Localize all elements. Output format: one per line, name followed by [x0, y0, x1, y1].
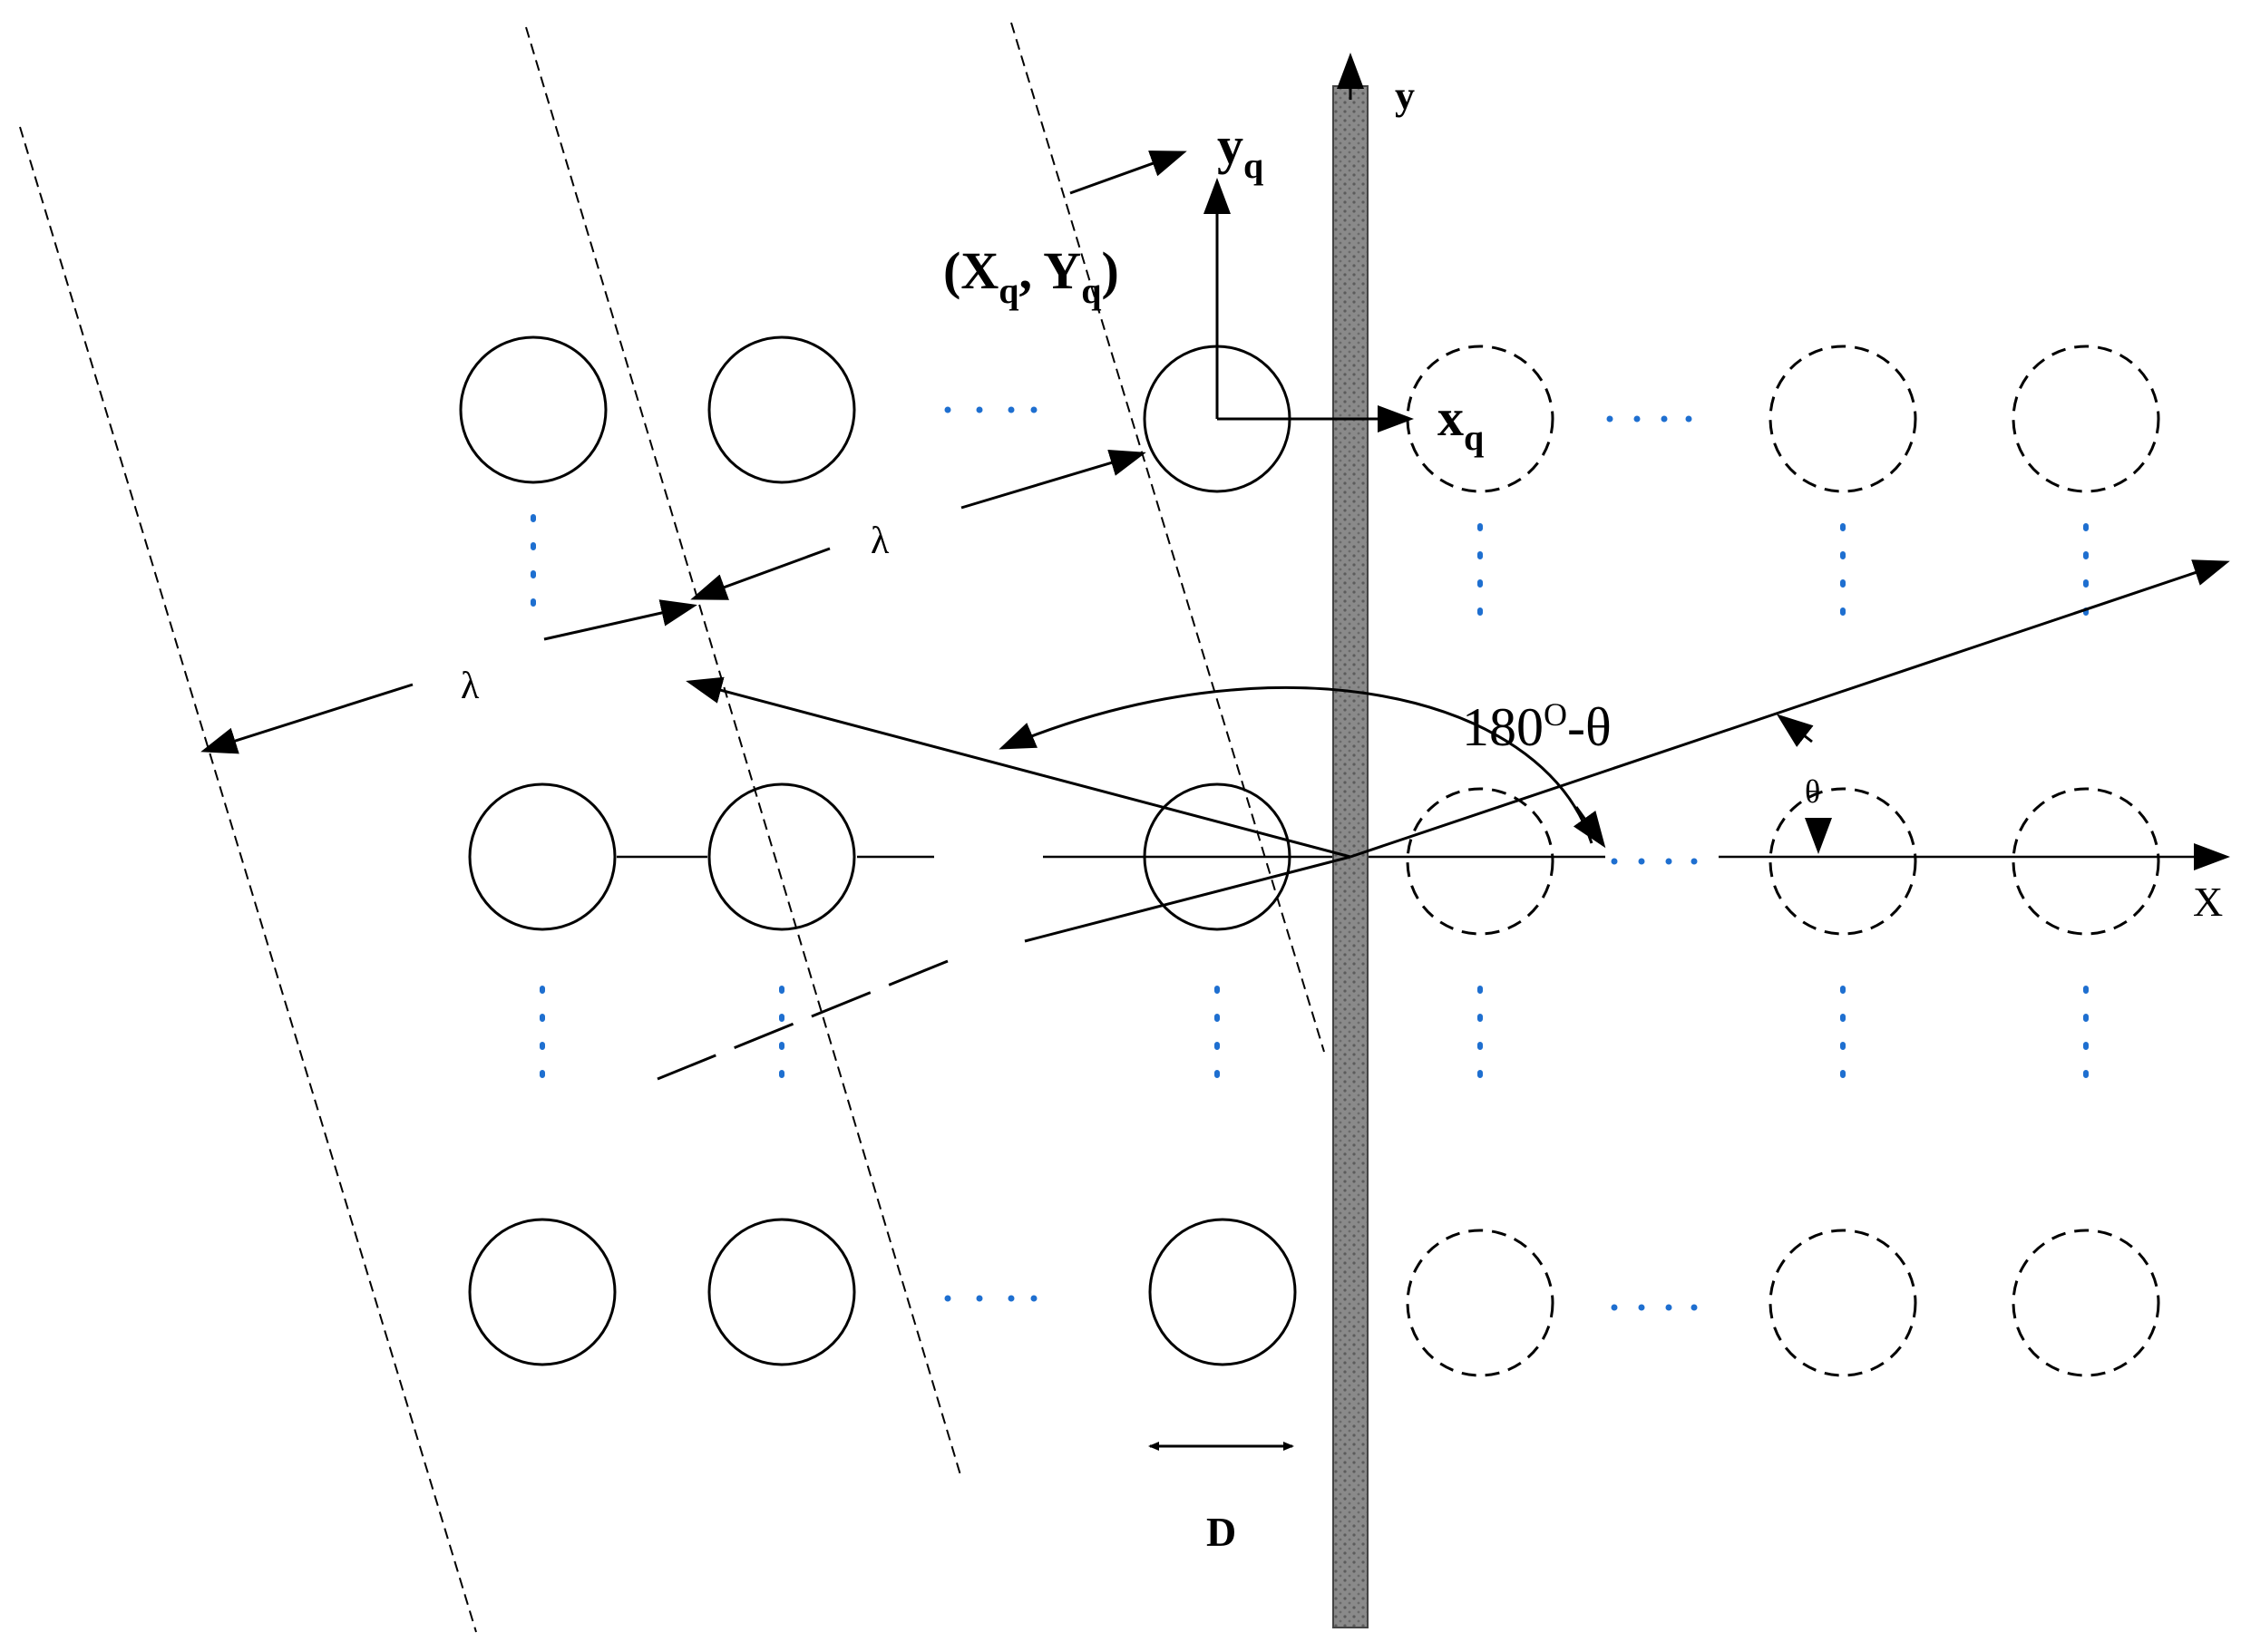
theta-label: θ [1805, 773, 1820, 810]
lambda-label-2: λ [461, 666, 480, 707]
wavefront-line [525, 26, 962, 1479]
lambda-label-1: λ [871, 520, 890, 562]
image-cylinder [1406, 1229, 1554, 1377]
cylinder [459, 335, 608, 484]
image-cylinder [2012, 345, 2160, 493]
ray-outgoing [1349, 559, 2230, 859]
x-axis-label: X [2193, 879, 2223, 925]
lambda-dimension-2 [200, 599, 697, 754]
image-cylinder [1406, 787, 1554, 936]
cylinder [468, 1218, 617, 1366]
row-ellipses [944, 406, 1698, 1311]
wave-direction-arrow [1069, 151, 1187, 195]
wavefront-lines [19, 22, 1325, 1633]
ray-to-left [686, 676, 1351, 859]
yq-label: yq [1217, 116, 1263, 186]
cylinder [707, 1218, 856, 1366]
coord-label: (Xq, Yq) [943, 241, 1119, 311]
cylinder [1148, 1218, 1297, 1366]
wavefront-line [1010, 22, 1325, 1053]
ray-lower-left-dash [657, 959, 949, 1081]
image-cylinder [1768, 345, 1917, 493]
ray-lower-left [1024, 855, 1351, 943]
lambda-dimension-1 [690, 449, 1146, 600]
image-cylinder [2012, 787, 2160, 936]
direction-rays [657, 559, 2230, 1081]
image-cylinder [1406, 345, 1554, 493]
y-axis-label: y [1395, 73, 1415, 118]
angle-arc-supplementary [999, 686, 1593, 844]
image-cylinder [2012, 1229, 2160, 1377]
local-frame [1203, 178, 1414, 432]
image-cylinder [1768, 1229, 1917, 1377]
theta-arc [1776, 714, 1832, 854]
xq-label: xq [1437, 388, 1484, 458]
column-ellipses [531, 514, 2089, 1082]
image-cylinders [1406, 345, 2160, 1377]
angle-supplementary-label: 180O-θ [1462, 696, 1612, 757]
image-cylinder [1768, 787, 1917, 936]
cylinder [468, 782, 617, 931]
cylinder [707, 335, 856, 484]
cylinder [707, 782, 856, 931]
wavefront-line [19, 126, 477, 1633]
diameter-label: D [1206, 1509, 1236, 1555]
real-cylinders [459, 335, 1297, 1366]
